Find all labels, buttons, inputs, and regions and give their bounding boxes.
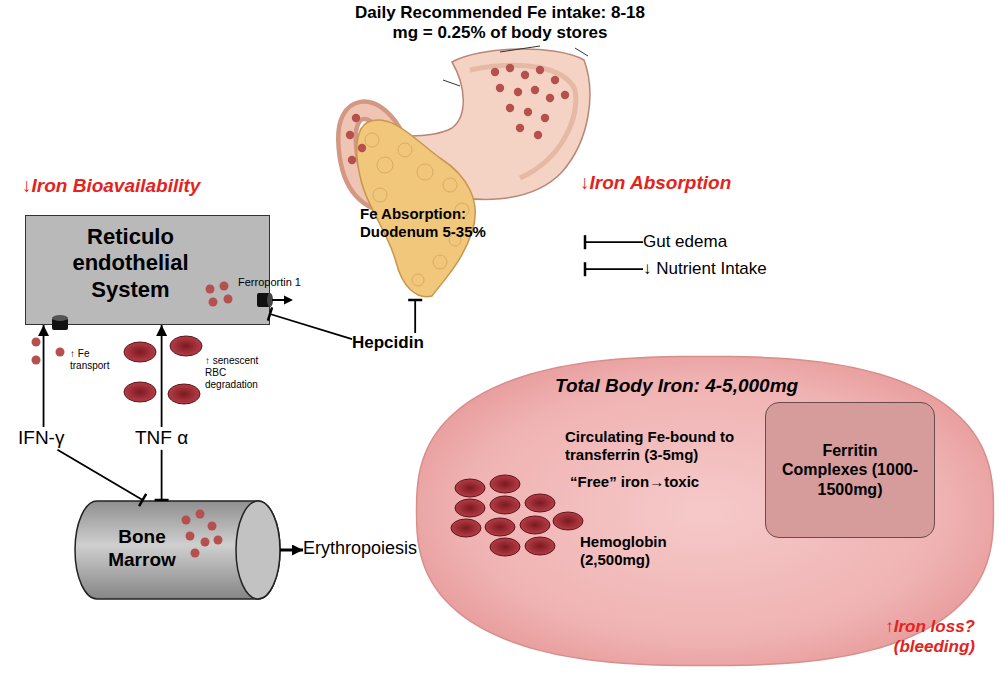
pool-note: “Free” iron→toxic <box>570 473 699 491</box>
transport-channel <box>52 315 68 330</box>
hormone-node: Hepcidin <box>352 333 424 353</box>
ellipse-outline <box>417 357 994 666</box>
factor-node: Gut edema <box>643 232 727 252</box>
cytokine-node: IFN-γ <box>18 427 64 450</box>
cylinder-title: Bone Marrow <box>97 526 187 572</box>
stimulation-arrow <box>43 325 45 427</box>
inhibition-line <box>57 450 142 500</box>
hormone-label: Hepcidin <box>352 333 424 353</box>
iron-dots <box>346 64 569 164</box>
inhibition-line <box>270 314 352 339</box>
stomach-shading <box>470 65 576 178</box>
factor-node: ↓ Nutrient Intake <box>643 259 767 279</box>
stimulation-arrow <box>161 325 163 427</box>
cylinder-body <box>75 501 280 599</box>
absorption-note: Fe Absorption: Duodenum 5-35% <box>360 205 492 241</box>
inhibition-line <box>585 241 643 243</box>
cytokine-label: TNF α <box>135 427 188 450</box>
pool-note: Hemoglobin (2,500mg) <box>580 533 680 569</box>
reticuloendothelial-box: Reticulo endothelial System <box>25 215 270 325</box>
box-title: Ferritin Complexes (1000-1500mg) <box>780 441 920 499</box>
effect-note: ↑ Fe transport <box>70 348 122 372</box>
iron-dots <box>32 282 233 558</box>
factor-label: ↓ Nutrient Intake <box>643 259 767 279</box>
effect-note: ↑ senescent RBC degradation <box>205 355 273 391</box>
cytokine-node: TNF α <box>135 427 188 450</box>
cylinder-end <box>236 501 280 599</box>
ellipse-title: Total Body Iron: 4-5,000mg <box>555 375 798 398</box>
process-label: Erythropoiesis <box>303 538 417 560</box>
effect-callout: ↓Iron Bioavailability <box>22 175 200 198</box>
factor-label: Gut edema <box>643 232 727 252</box>
pool-note: Circulating Fe-bound to transferrin (3-5… <box>565 428 760 464</box>
flow-arrow <box>280 549 303 552</box>
ferritin-box: Ferritin Complexes (1000-1500mg) <box>765 402 935 538</box>
body-iron-ellipse: Total Body Iron: 4-5,000mgCirculating Fe… <box>415 355 995 667</box>
stomach-illustration: Fe Absorption: Duodenum 5-35% <box>340 45 585 300</box>
box-title: Reticulo endothelial System <box>38 224 223 303</box>
bone-marrow-cylinder: Bone Marrow <box>75 500 280 600</box>
cylinder-outline <box>75 500 280 600</box>
process-node: Erythropoiesis <box>303 538 417 560</box>
intake-heading: Daily Recommended Fe intake: 8-18 mg = 0… <box>345 3 655 44</box>
leader-lines <box>443 46 588 86</box>
inhibition-line <box>161 450 163 500</box>
cytokine-label: IFN-γ <box>18 427 64 450</box>
ferroportin-channel <box>257 293 293 307</box>
stomach-illustration <box>340 45 585 300</box>
inhibition-line <box>585 268 643 270</box>
inhibition-line <box>414 300 416 333</box>
effect-callout: ↓Iron Absorption <box>580 172 731 195</box>
red-blood-cells <box>124 336 583 556</box>
